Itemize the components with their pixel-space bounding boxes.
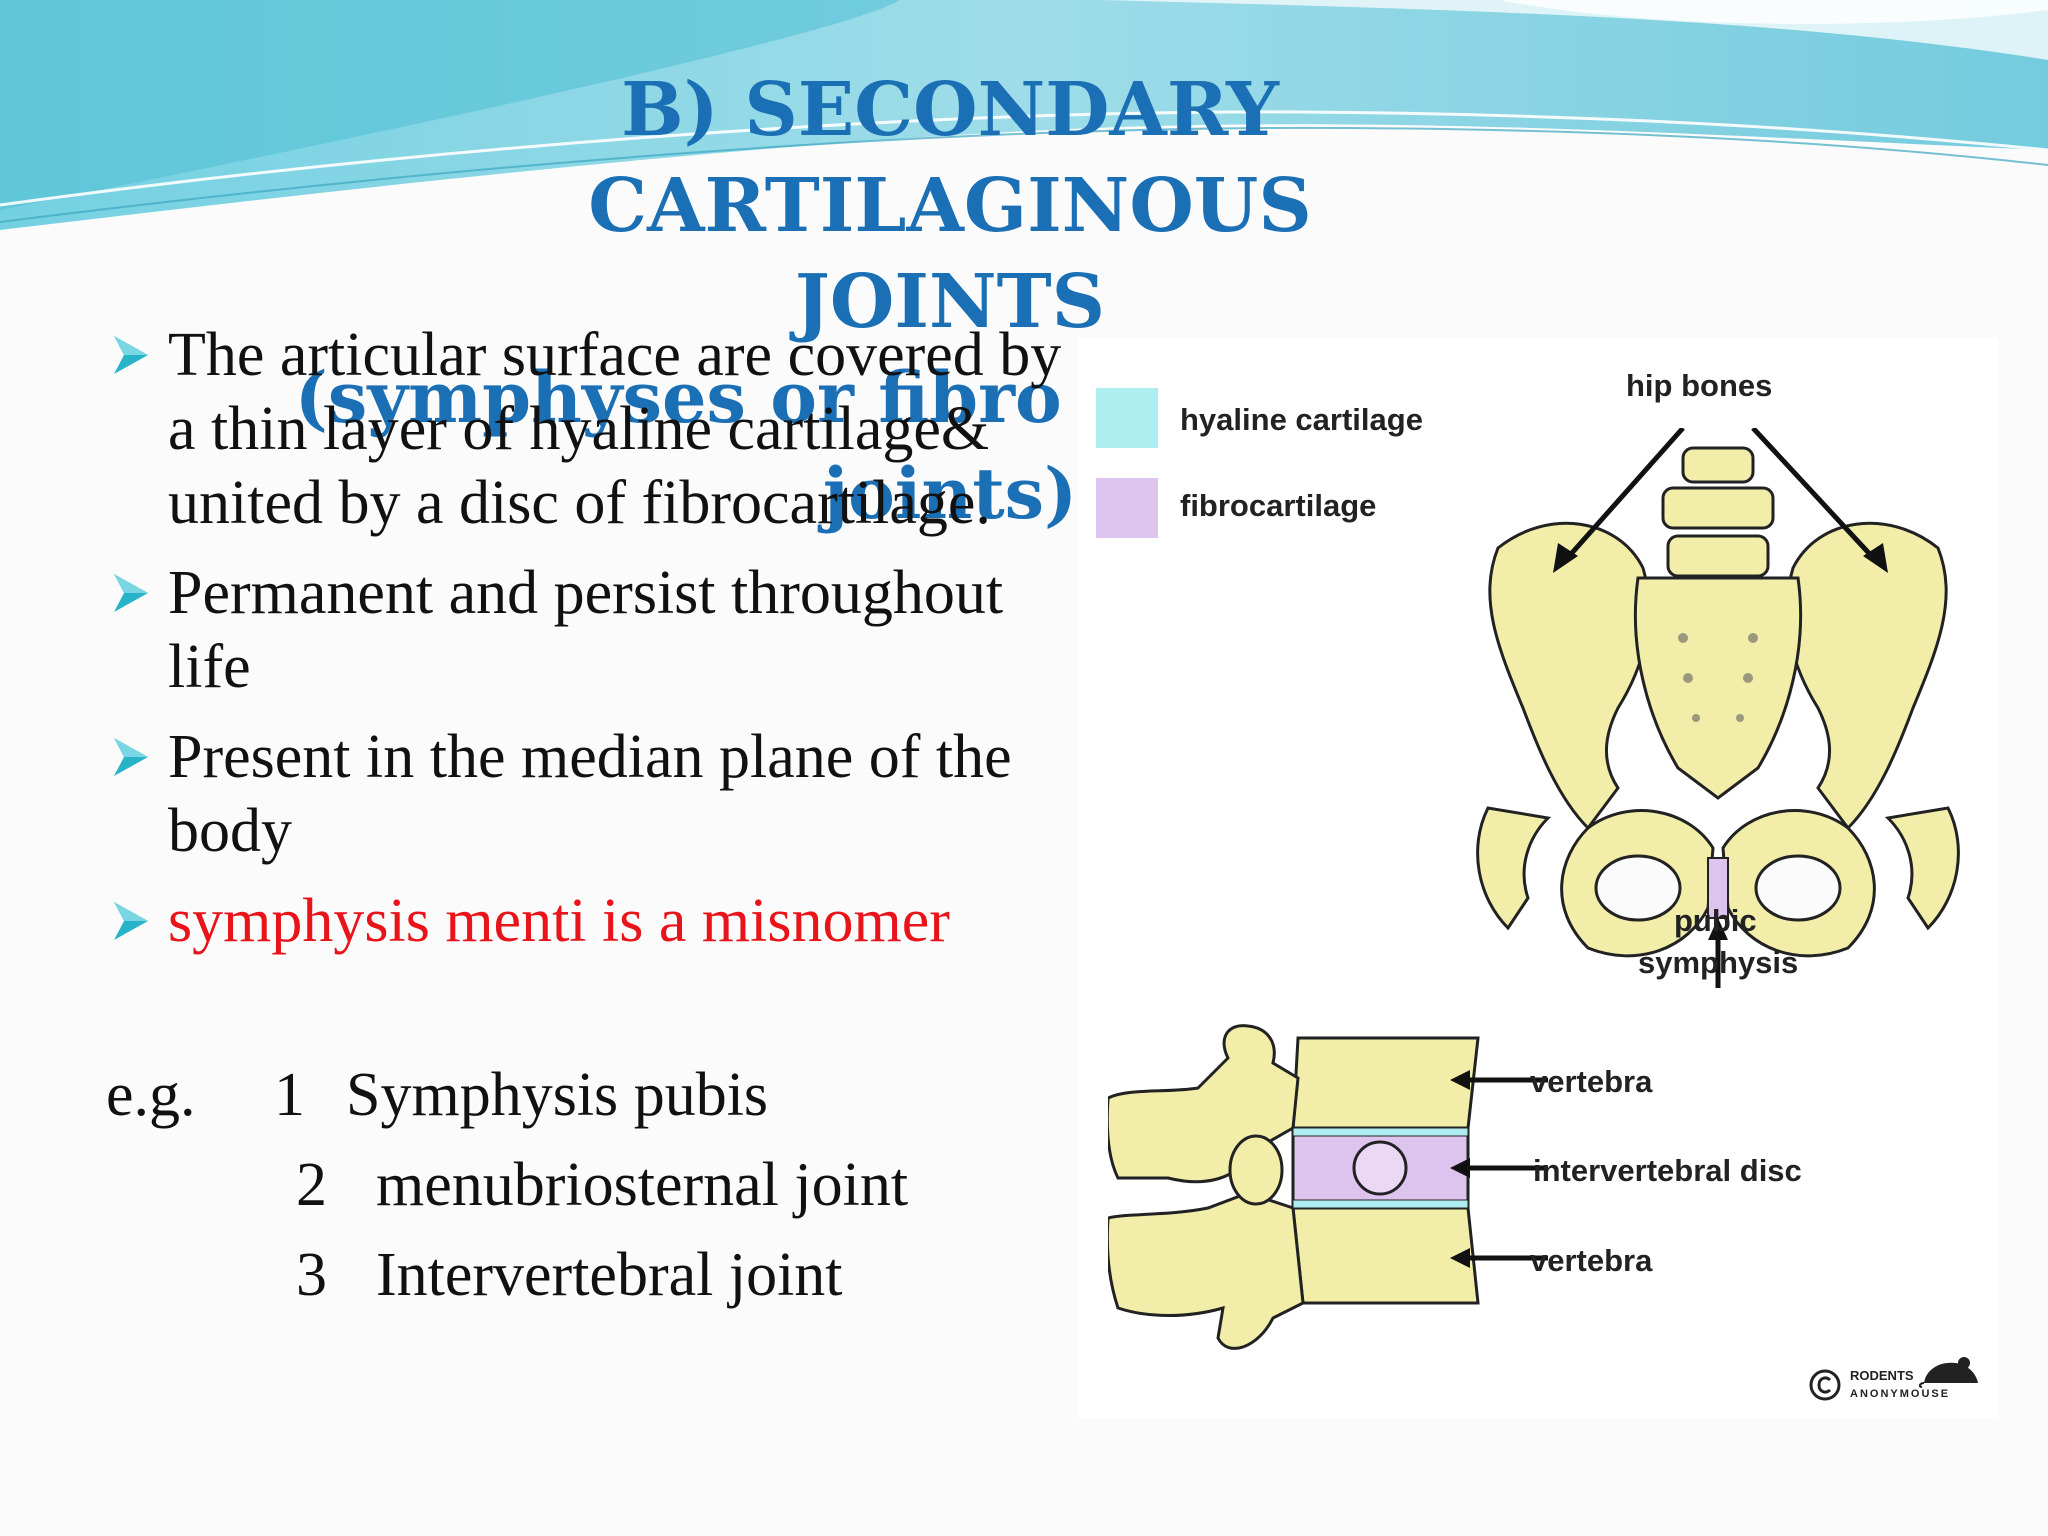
label-vertebra-top: vertebra xyxy=(1530,1064,1653,1099)
example-number: 3 xyxy=(296,1241,327,1309)
pelvis-illustration xyxy=(1476,428,1960,988)
bullet-text: Present in the median plane of the body xyxy=(168,723,1012,865)
label-pubic: pubic xyxy=(1674,903,1757,938)
example-number: 2 xyxy=(296,1151,327,1219)
arrow-bullet-icon xyxy=(114,902,148,940)
bullet-text: symphysis menti is a misnomer xyxy=(168,887,950,955)
title-line-1: B) SECONDARY CARTILAGINOUS xyxy=(588,67,1312,249)
label-vertebra-bottom: vertebra xyxy=(1530,1243,1653,1278)
example-prefix: e.g. xyxy=(106,1061,196,1129)
credit-line-1: RODENTS xyxy=(1850,1368,1914,1383)
bullet-text: Permanent and persist throughout life xyxy=(168,559,1004,701)
bullet-list: The articular surface are covered by a t… xyxy=(108,318,1098,974)
title-line-2: JOINTS xyxy=(794,259,1106,345)
bullet-item: Permanent and persist throughout life xyxy=(108,556,1098,704)
mouse-logo-icon xyxy=(1918,1357,1978,1388)
arrow-bullet-icon xyxy=(114,574,148,612)
legend-swatch-hyaline xyxy=(1096,388,1158,448)
copyright-icon xyxy=(1809,1369,1841,1401)
legend-label: fibrocartilage xyxy=(1180,488,1377,523)
arrow-bullet-icon xyxy=(114,738,148,776)
bullet-item: The articular surface are covered by a t… xyxy=(108,318,1098,540)
bullet-item: Present in the median plane of the body xyxy=(108,720,1098,868)
bullet-item-highlight: symphysis menti is a misnomer xyxy=(108,884,1098,958)
vertebrae-illustration xyxy=(1108,1024,1548,1350)
example-text: Symphysis pubis xyxy=(346,1061,769,1129)
bullet-text: The articular surface are covered by a t… xyxy=(168,321,1062,537)
legend-label: hyaline cartilage xyxy=(1180,402,1423,437)
header-wave-decoration xyxy=(0,0,2048,260)
label-symphysis: symphysis xyxy=(1638,945,1799,980)
legend-swatch-fibrocartilage xyxy=(1096,478,1158,538)
arrow-bullet-icon xyxy=(114,336,148,374)
example-number: 1 xyxy=(274,1061,305,1129)
example-text: menubriosternal joint xyxy=(376,1151,909,1219)
example-text: Intervertebral joint xyxy=(376,1241,843,1309)
label-hip-bones: hip bones xyxy=(1626,368,1773,403)
anatomy-figure: hyaline cartilage fibrocartilage xyxy=(1078,338,1998,1418)
credit-line-2: ANONYMOUSE xyxy=(1850,1388,1951,1400)
slide-title: B) SECONDARY CARTILAGINOUS JOINTS (symph… xyxy=(250,62,1650,542)
label-intervertebral-disc: intervertebral disc xyxy=(1533,1153,1802,1188)
